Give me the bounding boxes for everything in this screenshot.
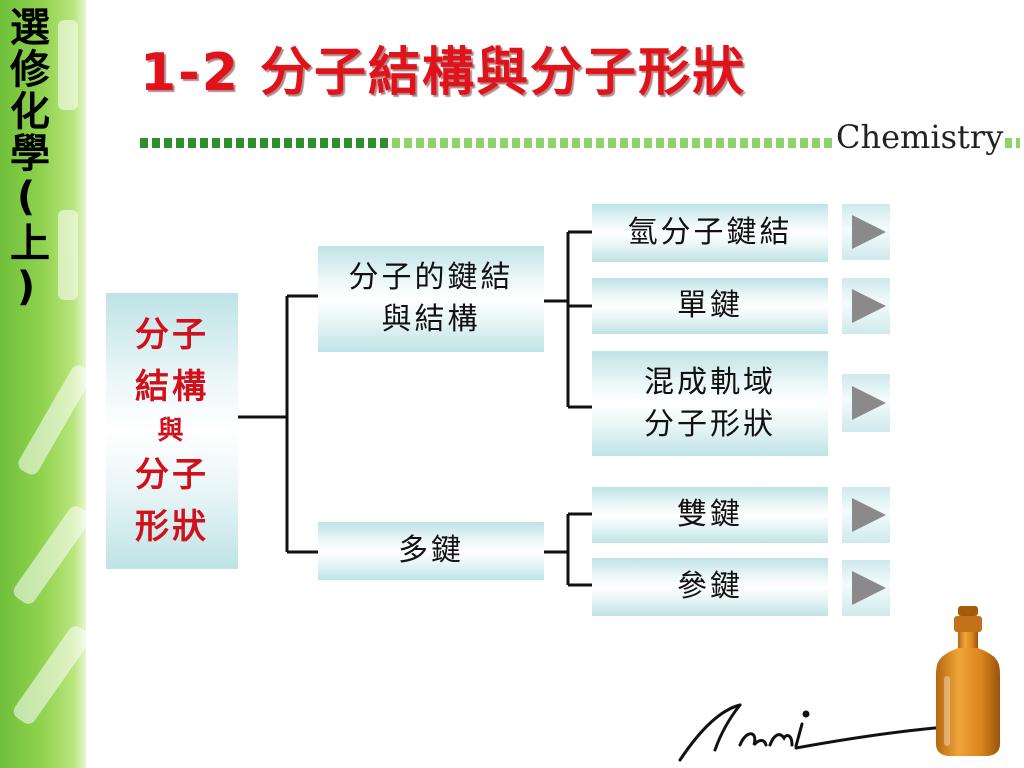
branch-bonding-line-2: 與結構: [381, 302, 481, 337]
root-line-1: 分子: [135, 315, 209, 355]
leaf-triple-bond[interactable]: 參鍵: [592, 558, 828, 616]
play-triangle-icon: [852, 289, 886, 323]
leaf-hydrogen-label: 氫分子鍵結: [627, 215, 793, 250]
branch-multiple-bonds[interactable]: 多鍵: [318, 522, 544, 580]
play-triangle-icon: [852, 215, 886, 249]
page-title: 1-2 分子結構與分子形狀: [140, 43, 747, 103]
leaf-hybrid-orbitals[interactable]: 混成軌域 分子形狀: [592, 351, 828, 456]
root-node: 分子 結構 與 分子 形狀: [106, 293, 238, 569]
title-dash-rule: [140, 138, 1020, 148]
leaf-hydrogen-bonding[interactable]: 氫分子鍵結: [592, 204, 828, 262]
branch-multiple-label: 多鍵: [398, 533, 464, 568]
brand-chemistry: Chemistry: [834, 118, 1006, 156]
leaf-hybrid-line-2: 分子形狀: [644, 406, 776, 442]
root-line-3: 與: [157, 416, 187, 446]
branch-bonding-line-1: 分子的鍵結: [348, 260, 514, 295]
sidebar-band: 選修化學(上): [0, 0, 92, 768]
root-line-2: 結構: [135, 367, 209, 407]
leaf-triple-label: 參鍵: [677, 569, 743, 604]
root-line-4: 分子: [135, 455, 209, 495]
play-triangle-icon: [852, 571, 886, 605]
sidebar-title: 選修化學(上): [3, 6, 49, 312]
go-triple-button[interactable]: [842, 560, 890, 616]
go-double-button[interactable]: [842, 487, 890, 543]
leaf-double-bond[interactable]: 雙鍵: [592, 487, 828, 543]
chemistry-bottle: [936, 606, 1000, 756]
go-single-button[interactable]: [842, 278, 890, 334]
leaf-hybrid-line-1: 混成軌域: [644, 364, 776, 400]
go-hydrogen-button[interactable]: [842, 204, 890, 260]
leaf-double-label: 雙鍵: [677, 497, 743, 532]
go-hybrid-button[interactable]: [842, 374, 890, 432]
play-triangle-icon: [852, 386, 886, 420]
sidebar-lab-glassware-icon: [13, 0, 92, 768]
branch-bonding-structure[interactable]: 分子的鍵結 與結構: [318, 246, 544, 352]
leaf-single-bond[interactable]: 單鍵: [592, 278, 828, 334]
leaf-single-label: 單鍵: [677, 288, 743, 323]
root-line-5: 形狀: [135, 507, 209, 547]
play-triangle-icon: [852, 498, 886, 532]
